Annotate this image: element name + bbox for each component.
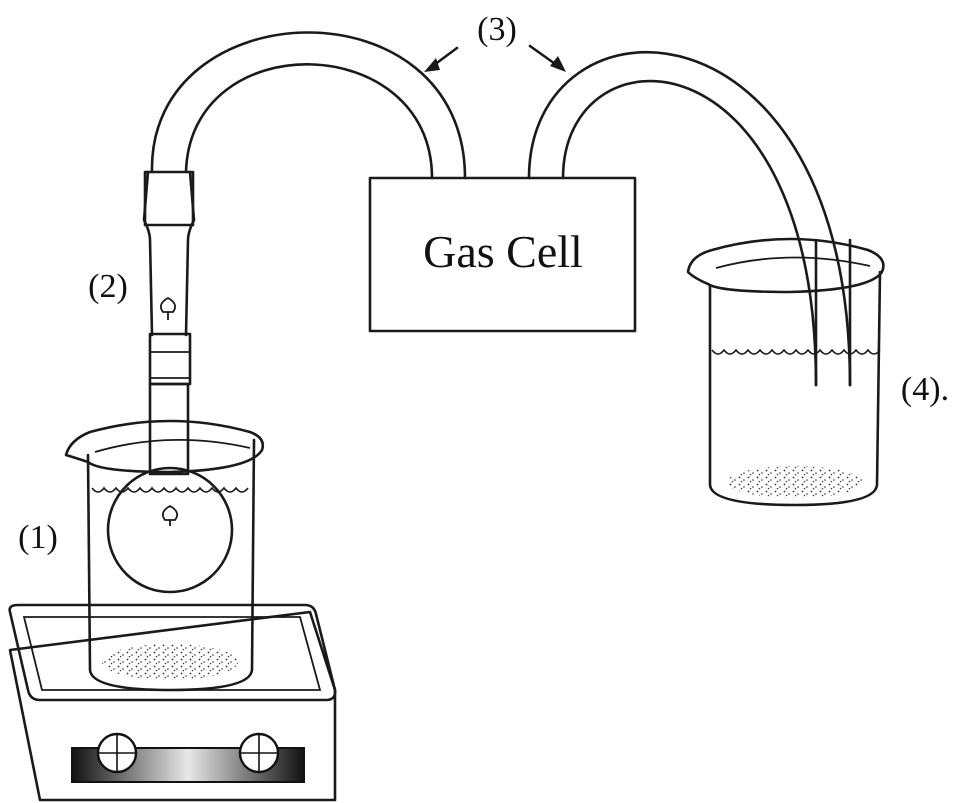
sample-grains-right xyxy=(727,466,863,498)
tubing-left xyxy=(150,31,467,180)
drying-plug-upper xyxy=(143,170,195,227)
label-collection-beaker: (4). xyxy=(901,371,949,408)
label-tubing: (3) xyxy=(477,11,517,48)
knob-left-icon[interactable] xyxy=(96,732,138,774)
label-drying-tube: (2) xyxy=(88,268,128,305)
tubing-right xyxy=(527,50,852,387)
gas-cell-label: Gas Cell xyxy=(423,226,583,277)
drying-tube xyxy=(142,170,196,476)
hot-plate xyxy=(8,603,337,802)
collection-beaker xyxy=(686,237,885,507)
label-heater-beaker: (1) xyxy=(18,519,58,556)
knob-right-icon[interactable] xyxy=(238,732,280,774)
sample-grains-left xyxy=(102,644,238,680)
tubing-arrows: (3) xyxy=(424,11,566,72)
drying-plug-lower xyxy=(148,332,192,386)
gas-cell: Gas Cell xyxy=(368,176,637,333)
heated-beaker xyxy=(64,419,265,692)
